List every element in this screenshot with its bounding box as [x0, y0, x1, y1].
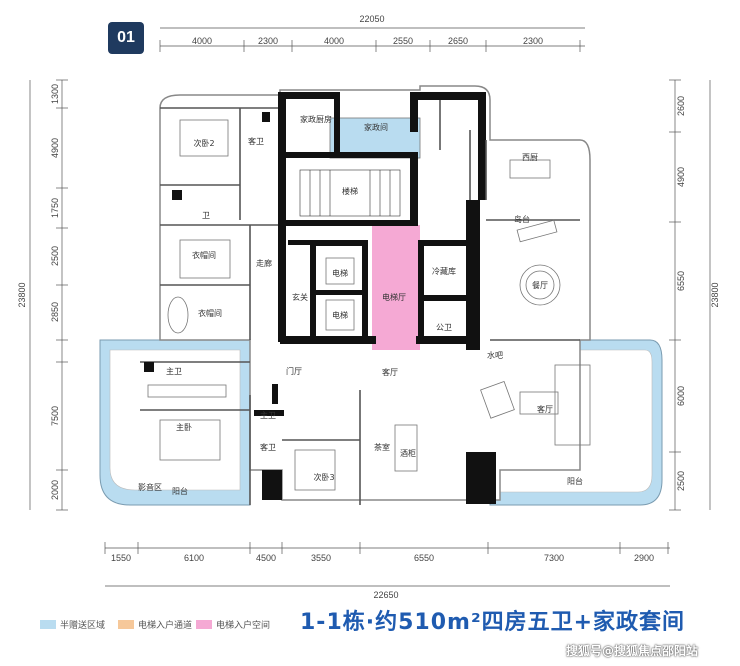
room-label: 酒柜 — [400, 448, 416, 458]
left-dim: 7500 — [50, 406, 60, 426]
room-label: 主卫 — [260, 410, 276, 420]
room-label: 家政厨房 — [300, 114, 332, 124]
room-label: 电梯 — [332, 268, 348, 278]
bottom-dim: 6550 — [414, 553, 434, 563]
plan-number-badge: 01 — [108, 22, 144, 54]
legend-item: 电梯入户通道 — [118, 618, 193, 631]
stair — [299, 169, 401, 217]
furniture — [147, 119, 591, 491]
left-dim: 2850 — [50, 302, 60, 322]
bottom-dim: 6100 — [184, 553, 204, 563]
left-total-dim: 23800 — [17, 282, 27, 307]
top-dim: 4000 — [192, 36, 212, 46]
room-label: 影音区 — [138, 482, 162, 492]
watermark: 搜狐号@搜狐焦点邵阳站 — [566, 644, 699, 658]
room-label: 客厅 — [537, 404, 553, 414]
room-label: 主卧 — [176, 422, 192, 432]
columns — [144, 112, 492, 462]
room-label: 电梯 — [332, 310, 348, 320]
right-dim: 4900 — [676, 167, 686, 187]
left-dim: 1300 — [50, 84, 60, 104]
top-dim: 2650 — [448, 36, 468, 46]
room-label: 茶室 — [374, 442, 390, 452]
room-label: 客卫 — [248, 136, 264, 146]
room-label: 门厅 — [286, 366, 302, 376]
right-dim: 2600 — [676, 96, 686, 116]
room-label: 衣帽间 — [198, 308, 222, 318]
room-label: 家政间 — [364, 122, 388, 132]
room-label: 水吧 — [487, 350, 503, 360]
room-label: 客卫 — [260, 442, 276, 452]
core-walls — [254, 92, 496, 504]
room-label: 卫 — [202, 211, 210, 220]
room-label: 玄关 — [292, 292, 308, 302]
room-label: 次卧3 — [313, 472, 334, 482]
legend-swatch — [40, 619, 56, 629]
legend-label: 电梯入户空间 — [216, 620, 271, 631]
dimension-lines — [29, 27, 711, 587]
bottom-dim: 1550 — [111, 553, 131, 563]
top-dim: 2550 — [393, 36, 413, 46]
room-label: 主卫 — [166, 366, 182, 376]
partition-walls — [140, 100, 580, 505]
top-dim: 2300 — [258, 36, 278, 46]
right-dim: 6000 — [676, 386, 686, 406]
bottom-total-dim: 22650 — [373, 590, 398, 600]
left-dim: 2000 — [50, 480, 60, 500]
room-label: 冷藏库 — [432, 266, 456, 276]
bottom-dim: 4500 — [256, 553, 276, 563]
room-label: 岛台 — [514, 214, 530, 224]
top-total-dim: 22050 — [359, 14, 384, 24]
room-label: 衣帽间 — [192, 250, 216, 260]
bottom-dim: 3550 — [311, 553, 331, 563]
bottom-dim: 7300 — [544, 553, 564, 563]
left-dim: 4900 — [50, 138, 60, 158]
room-label: 阳台 — [567, 476, 583, 486]
right-dim: 6550 — [676, 271, 686, 291]
dimension-ticks — [56, 40, 681, 554]
plan-title: 1-1栋·约510m²四房五卫+家政套间 — [300, 610, 686, 635]
bottom-dim: 2900 — [634, 553, 654, 563]
room-label: 电梯厅 — [382, 292, 406, 302]
room-label: 公卫 — [436, 323, 452, 332]
maid-balcony — [329, 117, 421, 159]
lift-entry-space — [372, 225, 420, 350]
left-dim: 1750 — [50, 198, 60, 218]
room-label: 餐厅 — [532, 281, 548, 290]
room-label: 走廊 — [256, 258, 272, 268]
right-total-dim: 23800 — [710, 282, 720, 307]
legend-item: 半赠送区域 — [40, 618, 106, 631]
room-label: 西厨 — [522, 153, 538, 162]
legend-swatch — [118, 619, 134, 629]
top-dim: 2300 — [523, 36, 543, 46]
room-label: 客厅 — [382, 367, 398, 377]
legend-label: 电梯入户通道 — [138, 620, 193, 631]
legend-label: 半赠送区域 — [60, 620, 106, 631]
right-dim: 2500 — [676, 471, 686, 491]
legend-swatch — [196, 619, 212, 629]
legend-item: 电梯入户空间 — [196, 618, 271, 631]
room-label: 次卧2 — [193, 138, 214, 148]
room-label: 楼梯 — [342, 186, 358, 196]
room-label: 阳台 — [172, 486, 188, 496]
left-dim: 2500 — [50, 246, 60, 266]
top-dim: 4000 — [324, 36, 344, 46]
